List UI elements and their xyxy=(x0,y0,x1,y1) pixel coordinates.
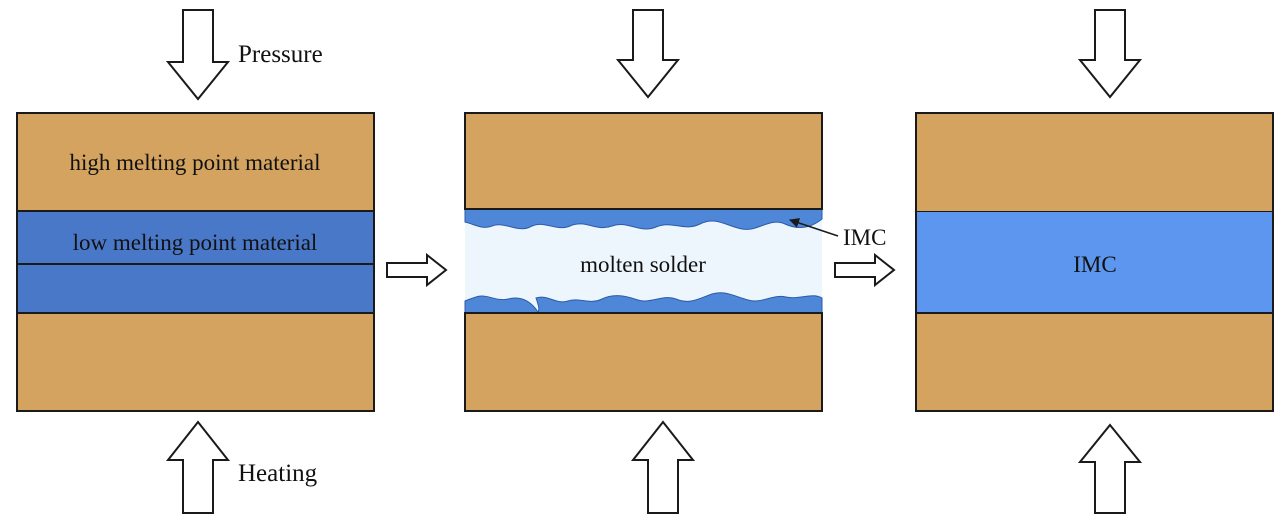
pressure-arrow-2-down-icon xyxy=(615,9,681,99)
heating-arrow-2-up-icon xyxy=(630,420,696,514)
top-wavy-imc xyxy=(464,208,823,230)
process-arrow-1-icon xyxy=(386,252,448,288)
low-melting-layer xyxy=(17,211,374,313)
pressure-arrow-3-down-icon xyxy=(1077,9,1143,99)
stage-3-outline xyxy=(915,112,1274,412)
heating-label: Heating xyxy=(238,460,318,487)
stage-1-outline xyxy=(16,112,375,412)
upper-high-melting-block xyxy=(464,112,823,210)
imc-pointer-label: IMC xyxy=(843,225,886,250)
pressure-label: Pressure xyxy=(238,41,323,68)
imc-layer xyxy=(916,212,1273,313)
stage-3-upper-block xyxy=(915,112,1274,213)
low-melting-label: low melting point material xyxy=(73,230,318,255)
stage-3-lower-block xyxy=(915,312,1274,412)
bottom-wavy-imc xyxy=(464,292,823,314)
stage-1: Pressure high melting point material low… xyxy=(16,9,375,514)
stage-2: molten solder IMC xyxy=(464,9,886,514)
process-arrow-2-icon xyxy=(834,252,896,288)
high-melting-label: high melting point material xyxy=(69,150,320,175)
pressure-arrow-down-icon xyxy=(165,9,231,101)
heating-arrow-up-icon xyxy=(165,420,231,514)
molten-solder-label: molten solder xyxy=(580,252,706,277)
lower-high-melting-block xyxy=(464,312,823,412)
imc-pointer-line xyxy=(789,218,839,237)
heating-arrow-3-up-icon xyxy=(1077,423,1143,514)
imc-layer-label: IMC xyxy=(1073,252,1116,277)
stage-3: IMC xyxy=(915,9,1274,514)
